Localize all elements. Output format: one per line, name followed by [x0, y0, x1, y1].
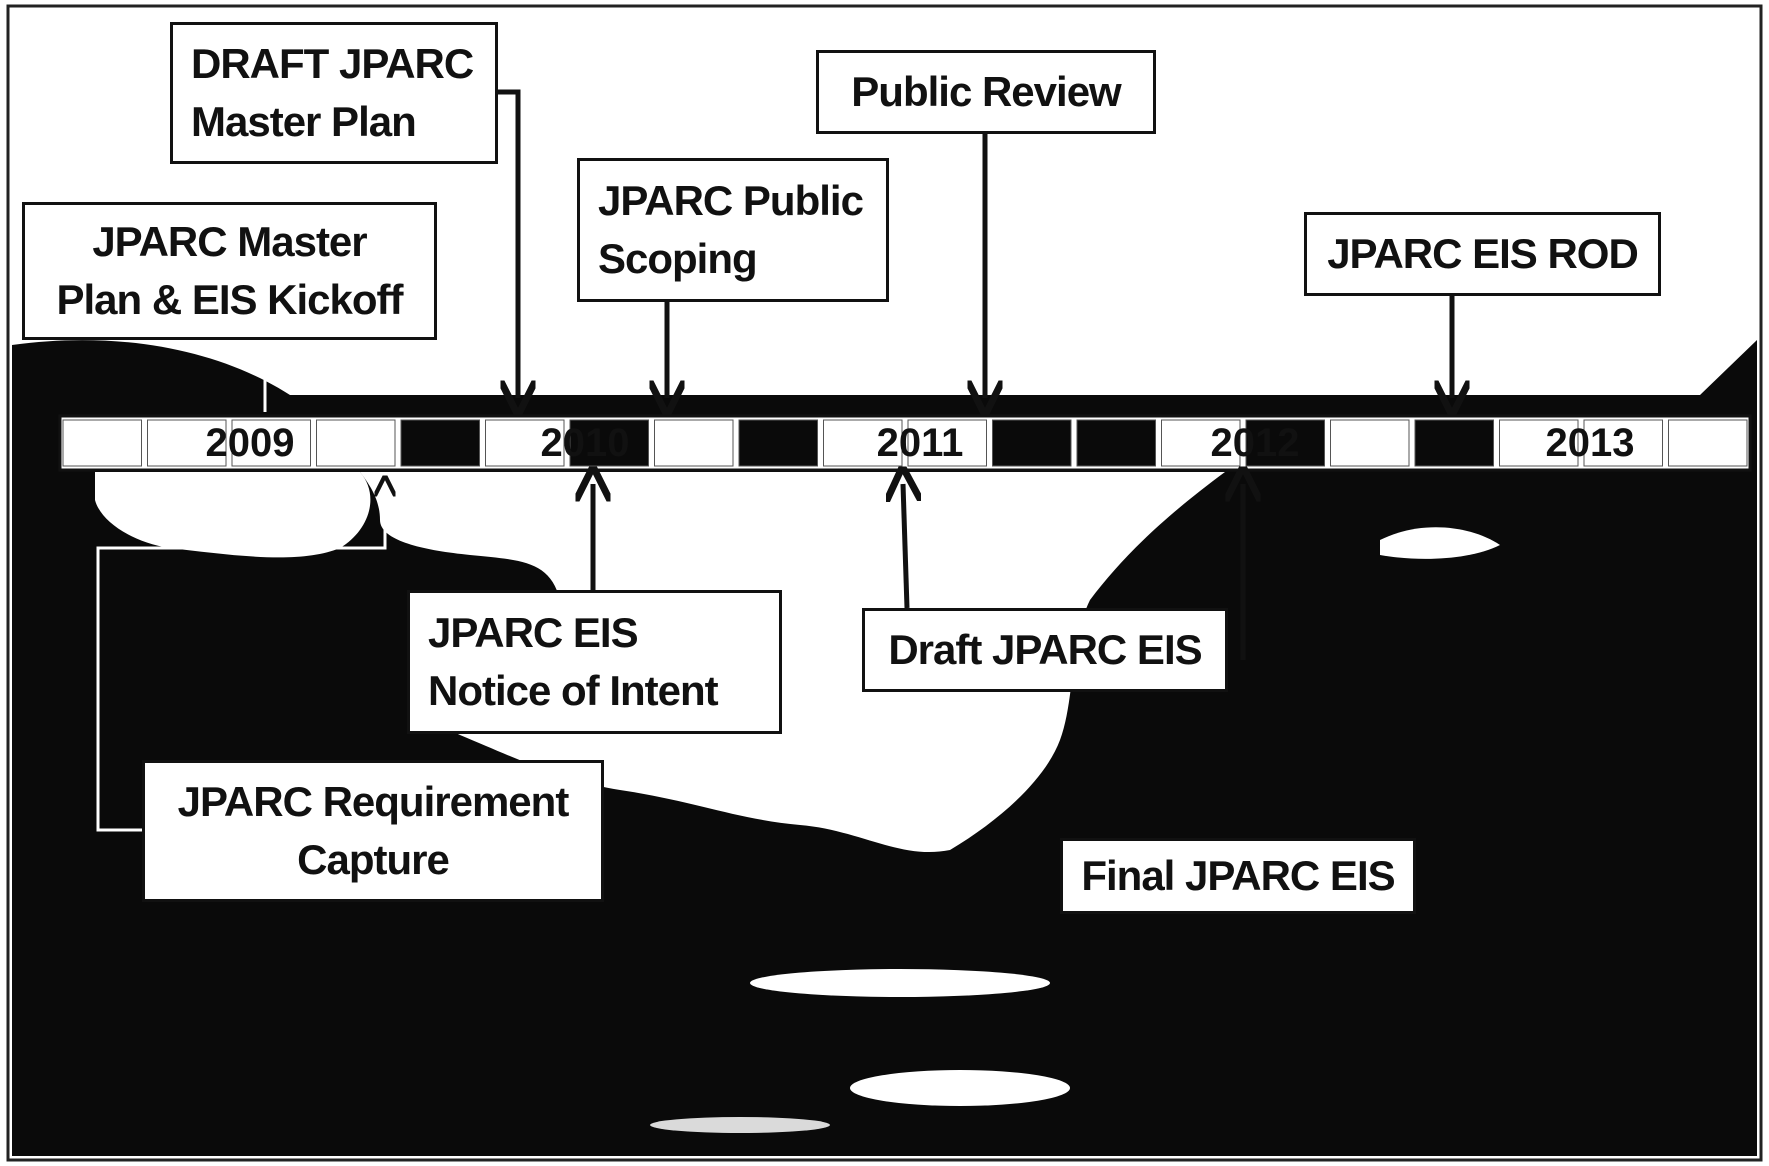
- timeline-segment: [147, 419, 227, 467]
- event-box-draft-master-plan: DRAFT JPARC Master Plan: [170, 22, 498, 164]
- arrow-draft-master-plan: [497, 89, 518, 398]
- year-label-2012: 2012: [1210, 420, 1300, 465]
- event-box-draft-eis: Draft JPARC EIS: [862, 608, 1228, 692]
- timeline-segment: [738, 419, 818, 467]
- event-box-kickoff: JPARC Master Plan & EIS Kickoff: [22, 202, 437, 340]
- event-box-requirement-capture: JPARC Requirement Capture: [142, 760, 604, 902]
- timeline-segment: [1499, 419, 1579, 467]
- lake-reflection-3: [650, 1117, 830, 1133]
- timeline-segment: [1583, 419, 1663, 467]
- cloud-left: [95, 472, 371, 558]
- timeline-segment: [654, 419, 734, 467]
- timeline-segment: [1076, 419, 1156, 467]
- event-box-public-review: Public Review: [816, 50, 1156, 134]
- lake-reflection-2: [850, 1070, 1070, 1106]
- timeline-segment: [1330, 419, 1410, 467]
- timeline-segment: [823, 419, 903, 467]
- timeline-segment: [992, 419, 1072, 467]
- timeline-segment: [62, 419, 142, 467]
- timeline-segment: [1668, 419, 1748, 467]
- timeline-segment: [485, 419, 565, 467]
- timeline-segment: [1161, 419, 1241, 467]
- timeline-segment: [316, 419, 396, 467]
- event-box-eis-rod: JPARC EIS ROD: [1304, 212, 1661, 296]
- timeline-segment: [231, 419, 311, 467]
- arrow-requirement-capture: [96, 486, 385, 832]
- timeline-segments: [62, 419, 1748, 467]
- year-label-2013: 2013: [1545, 420, 1635, 465]
- timeline-segment: [1414, 419, 1494, 467]
- year-label-2010: 2010: [540, 420, 630, 465]
- timeline-segment: [569, 419, 649, 467]
- timeline-segment: [400, 419, 480, 467]
- event-box-public-scoping: JPARC Public Scoping: [577, 158, 889, 302]
- arrow-draft-eis: [903, 484, 907, 609]
- year-label-2009: 2009: [205, 420, 295, 465]
- sky-cloud-light: [360, 472, 1225, 853]
- timeline-segment: [907, 419, 987, 467]
- event-box-notice-of-intent: JPARC EIS Notice of Intent: [407, 590, 782, 734]
- lake-reflection-1: [750, 969, 1050, 997]
- cloud-right: [1380, 527, 1500, 559]
- timeline-segment: [1245, 419, 1325, 467]
- event-box-final-eis: Final JPARC EIS: [1060, 838, 1416, 914]
- year-label-2011: 2011: [876, 420, 964, 465]
